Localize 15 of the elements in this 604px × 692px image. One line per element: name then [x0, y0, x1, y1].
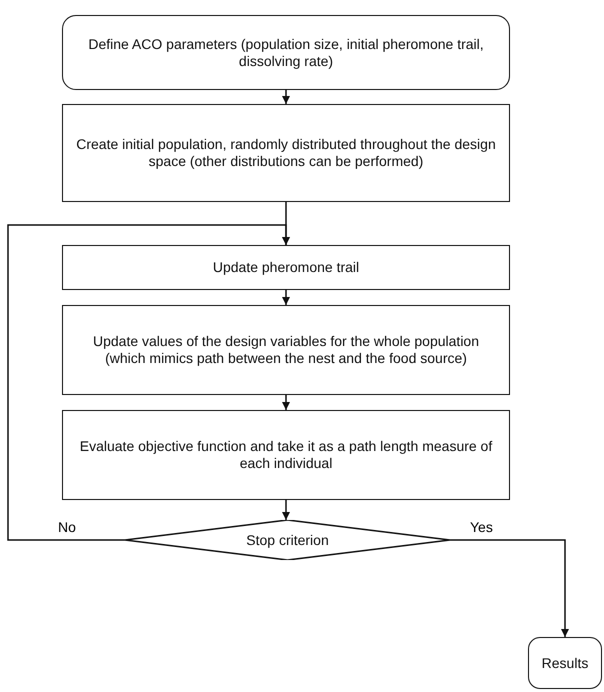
- arrow: [282, 290, 290, 305]
- process-box: Evaluate objective function and take it as a path length measure of each individual: [62, 410, 510, 500]
- decision-text: Stop criterion: [246, 532, 329, 548]
- process-box: Create initial population, randomly distributed throughout the design space (other distributions can be performed): [62, 104, 510, 202]
- process-box: Update pheromone trail: [62, 245, 510, 290]
- edge-label: Yes: [468, 519, 495, 535]
- arrow: [282, 395, 290, 410]
- edge-label: No: [56, 519, 78, 535]
- arrow: [450, 539, 569, 637]
- arrow: [282, 90, 290, 104]
- arrow: [282, 500, 290, 520]
- start-box: Define ACO parameters (population size, initial pheromone trail, dissolving rate): [62, 15, 510, 90]
- arrow: [7, 224, 290, 541]
- end-box: Results: [528, 637, 602, 689]
- process-box: Update values of the design variables for the whole population (which mimics path between the nest and the food source): [62, 305, 510, 395]
